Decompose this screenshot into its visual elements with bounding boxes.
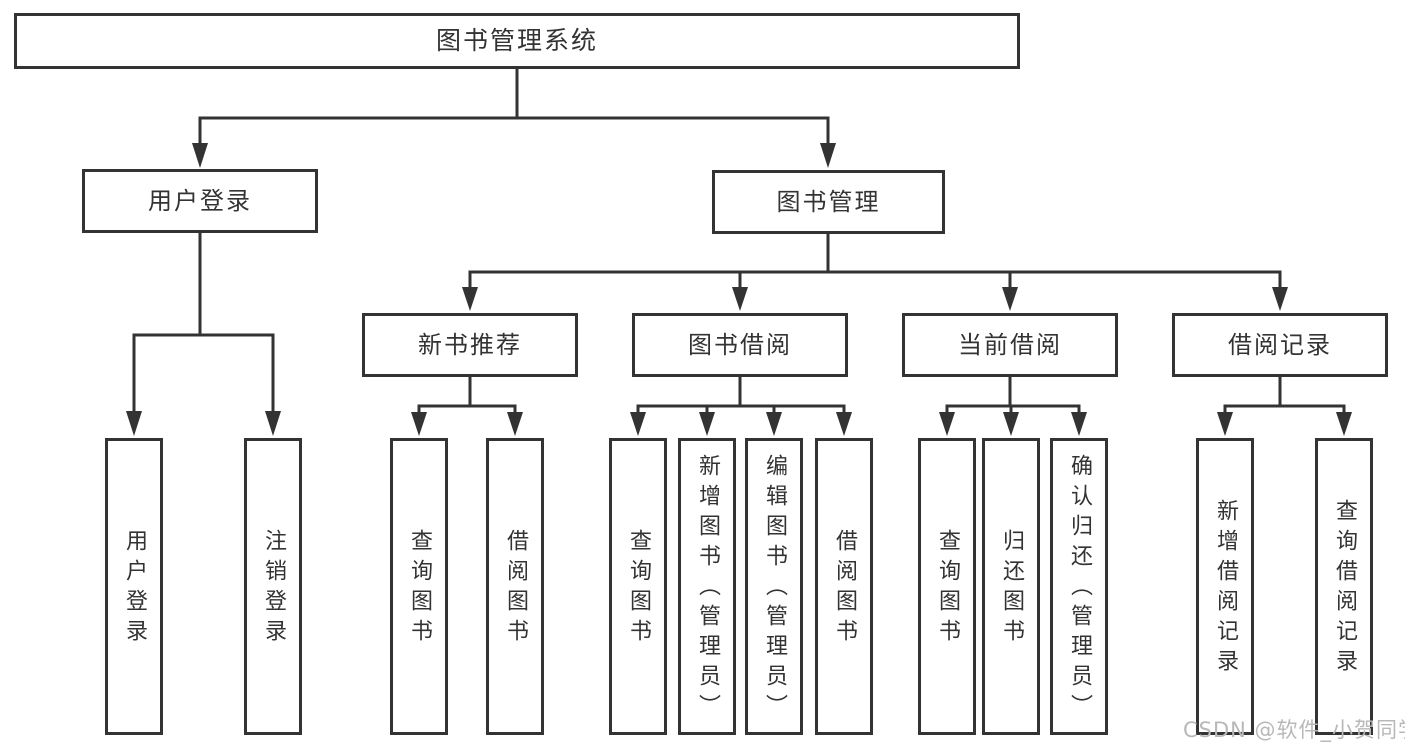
node-current-borrowing: 当前借阅 xyxy=(902,313,1118,377)
leaf-query-books-recommend: 查询图书 xyxy=(390,438,448,735)
node-new-book-recommendation: 新书推荐 xyxy=(362,313,578,377)
leaf-query-books-current: 查询图书 xyxy=(918,438,976,735)
arrow-heads xyxy=(126,143,1352,436)
leaf-edit-books-admin: 编辑图书（管理员） xyxy=(745,438,803,735)
leaf-user-login: 用户登录 xyxy=(105,438,163,735)
leaf-confirm-return-admin: 确认归还（管理员） xyxy=(1050,438,1108,735)
leaf-borrow-books-recommend: 借阅图书 xyxy=(486,438,544,735)
leaf-return-books: 归还图书 xyxy=(982,438,1040,735)
leaf-borrow-books: 借阅图书 xyxy=(815,438,873,735)
node-book-management: 图书管理 xyxy=(712,170,945,234)
leaf-add-borrow-record: 新增借阅记录 xyxy=(1196,438,1254,735)
node-library-management-system: 图书管理系统 xyxy=(14,13,1020,69)
leaf-logout: 注销登录 xyxy=(244,438,302,735)
node-borrowing-records: 借阅记录 xyxy=(1172,313,1388,377)
node-user-login: 用户登录 xyxy=(82,169,318,233)
leaf-add-books-admin: 新增图书（管理员） xyxy=(678,438,736,735)
leaf-query-books-borrow: 查询图书 xyxy=(609,438,667,735)
node-book-borrowing: 图书借阅 xyxy=(632,313,848,377)
leaf-query-borrow-record: 查询借阅记录 xyxy=(1315,438,1373,735)
csdn-watermark: CSDN @软件_小贺同学 xyxy=(1183,718,1405,742)
